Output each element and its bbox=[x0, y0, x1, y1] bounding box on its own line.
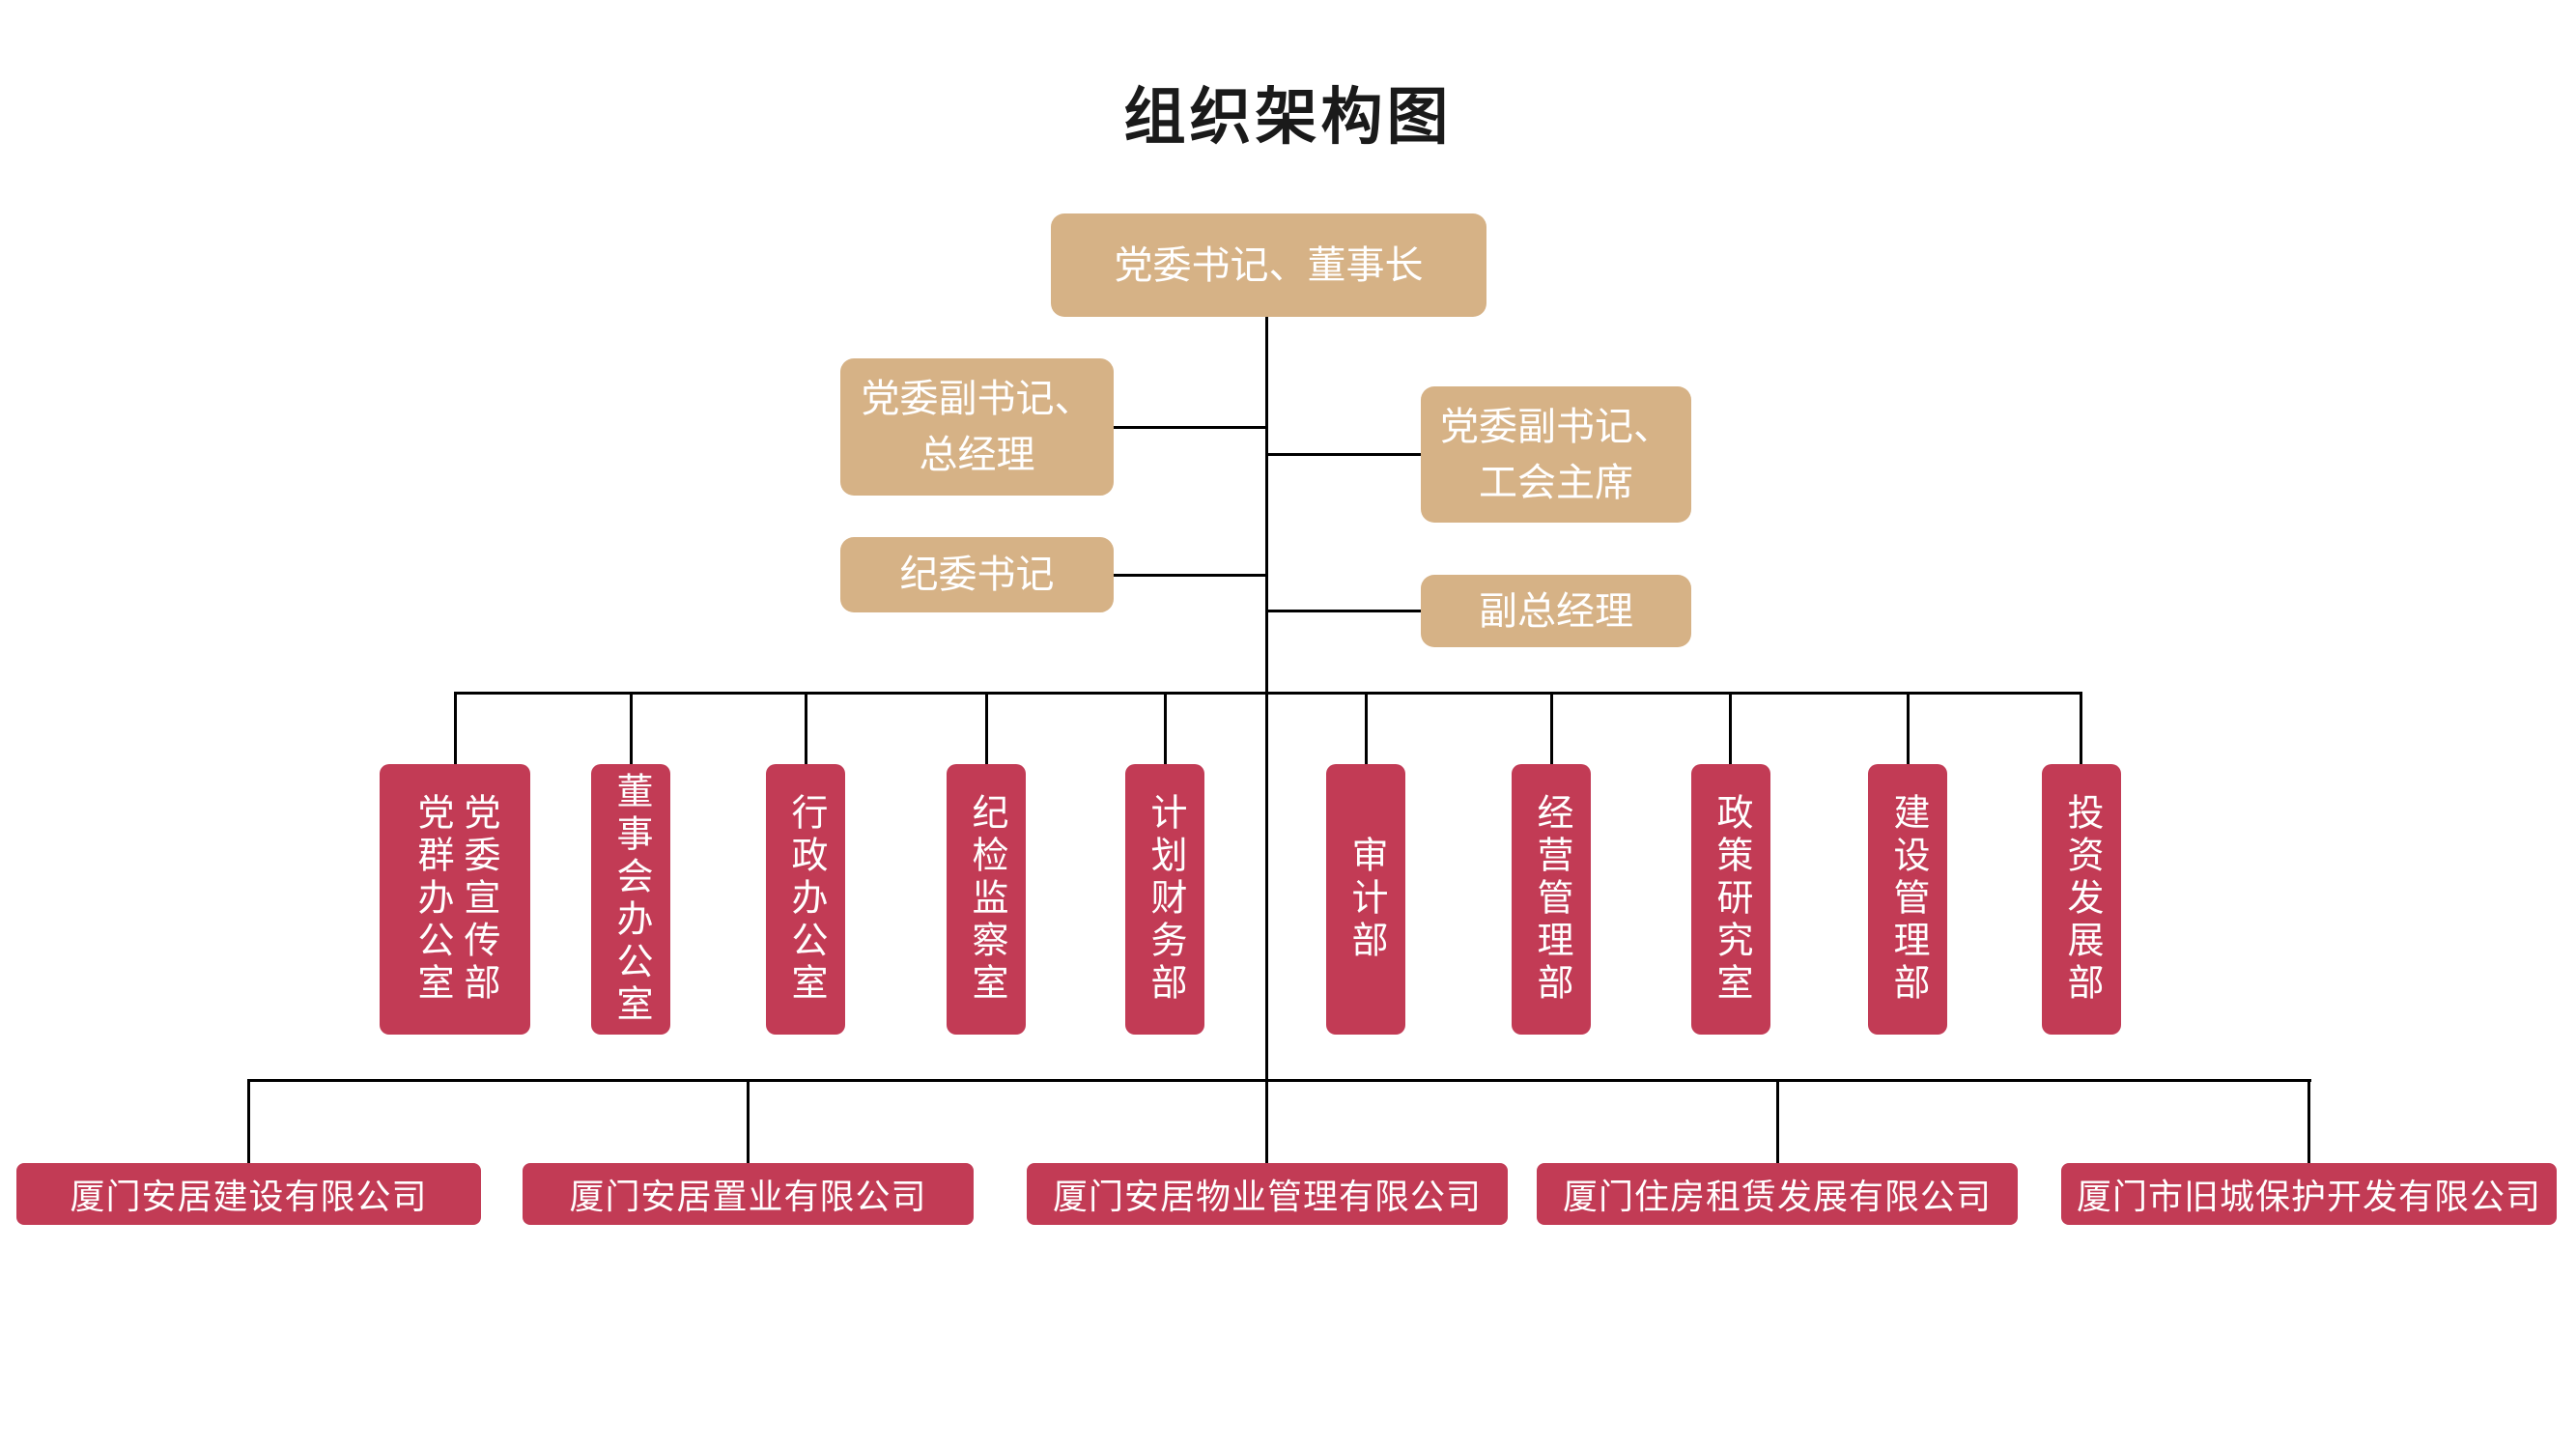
exec-box-deputy-secretary-general-manager: 党委副书记、 总经理 bbox=[840, 358, 1114, 496]
subsidiary-anju-property-management: 厦门安居物业管理有限公司 bbox=[1027, 1163, 1508, 1225]
subsidiary-bus-line bbox=[248, 1079, 2311, 1082]
department-label: 董事会办公室 bbox=[610, 772, 651, 1027]
subsidiary-drop-line bbox=[1265, 1079, 1268, 1163]
department-label: 建设管理部 bbox=[1887, 793, 1928, 1006]
department-drop-line bbox=[1550, 692, 1553, 764]
department-drop-line bbox=[1164, 692, 1167, 764]
department-drop-line bbox=[454, 692, 457, 764]
connector-deputy-union-line bbox=[1266, 453, 1421, 456]
department-label: 行政办公室 bbox=[785, 793, 826, 1006]
department-drop-line bbox=[2080, 692, 2082, 764]
department-drop-line bbox=[630, 692, 633, 764]
department-drop-line bbox=[1365, 692, 1368, 764]
department-drop-line bbox=[1907, 692, 1910, 764]
root-box-party-secretary-chairman: 党委书记、董事长 bbox=[1051, 213, 1486, 317]
subsidiary-drop-line bbox=[1776, 1079, 1779, 1163]
department-label: 纪检监察室 bbox=[966, 793, 1006, 1006]
connector-vice-gm-line bbox=[1266, 610, 1421, 612]
subsidiary-housing-rental-development: 厦门住房租赁发展有限公司 bbox=[1537, 1163, 2018, 1225]
exec-box-vice-general-manager: 副总经理 bbox=[1421, 575, 1691, 647]
department-label: 党委宣传部 bbox=[458, 793, 498, 1006]
department-label: 党群办公室 bbox=[411, 793, 452, 1006]
department-drop-line bbox=[1729, 692, 1732, 764]
dept-board-office: 董事会办公室 bbox=[591, 764, 670, 1035]
department-label: 经营管理部 bbox=[1531, 793, 1571, 1006]
dept-party-group-office-and-publicity: 党群办公室 党委宣传部 bbox=[380, 764, 530, 1035]
dept-administrative-office: 行政办公室 bbox=[766, 764, 845, 1035]
trunk-line bbox=[1265, 317, 1268, 1082]
exec-box-discipline-committee-secretary: 纪委书记 bbox=[840, 537, 1114, 612]
dept-policy-research-office: 政策研究室 bbox=[1691, 764, 1770, 1035]
exec-box-deputy-secretary-union-chairman: 党委副书记、 工会主席 bbox=[1421, 386, 1691, 523]
subsidiary-drop-line bbox=[747, 1079, 750, 1163]
dept-audit: 审计部 bbox=[1326, 764, 1405, 1035]
subsidiary-anju-construction: 厦门安居建设有限公司 bbox=[16, 1163, 481, 1225]
connector-discipline-secretary-line bbox=[1114, 574, 1267, 577]
dept-construction-management: 建设管理部 bbox=[1868, 764, 1947, 1035]
subsidiary-drop-line bbox=[247, 1079, 250, 1163]
subsidiary-drop-line bbox=[2307, 1079, 2310, 1163]
department-label: 审计部 bbox=[1345, 836, 1386, 963]
department-label: 政策研究室 bbox=[1711, 793, 1751, 1006]
department-label: 计划财务部 bbox=[1145, 793, 1185, 1006]
dept-planning-finance: 计划财务部 bbox=[1125, 764, 1204, 1035]
subsidiary-anju-real-estate: 厦门安居置业有限公司 bbox=[523, 1163, 974, 1225]
dept-operations-management: 经营管理部 bbox=[1512, 764, 1591, 1035]
department-drop-line bbox=[985, 692, 988, 764]
dept-discipline-inspection-office: 纪检监察室 bbox=[947, 764, 1026, 1035]
department-bus-line bbox=[454, 692, 2082, 695]
department-label: 投资发展部 bbox=[2061, 793, 2102, 1006]
department-drop-line bbox=[805, 692, 807, 764]
dept-investment-development: 投资发展部 bbox=[2042, 764, 2121, 1035]
chart-title: 组织架构图 bbox=[1123, 82, 1453, 152]
connector-deputy-gm-line bbox=[1114, 426, 1267, 429]
subsidiary-old-city-protection-development: 厦门市旧城保护开发有限公司 bbox=[2061, 1163, 2557, 1225]
